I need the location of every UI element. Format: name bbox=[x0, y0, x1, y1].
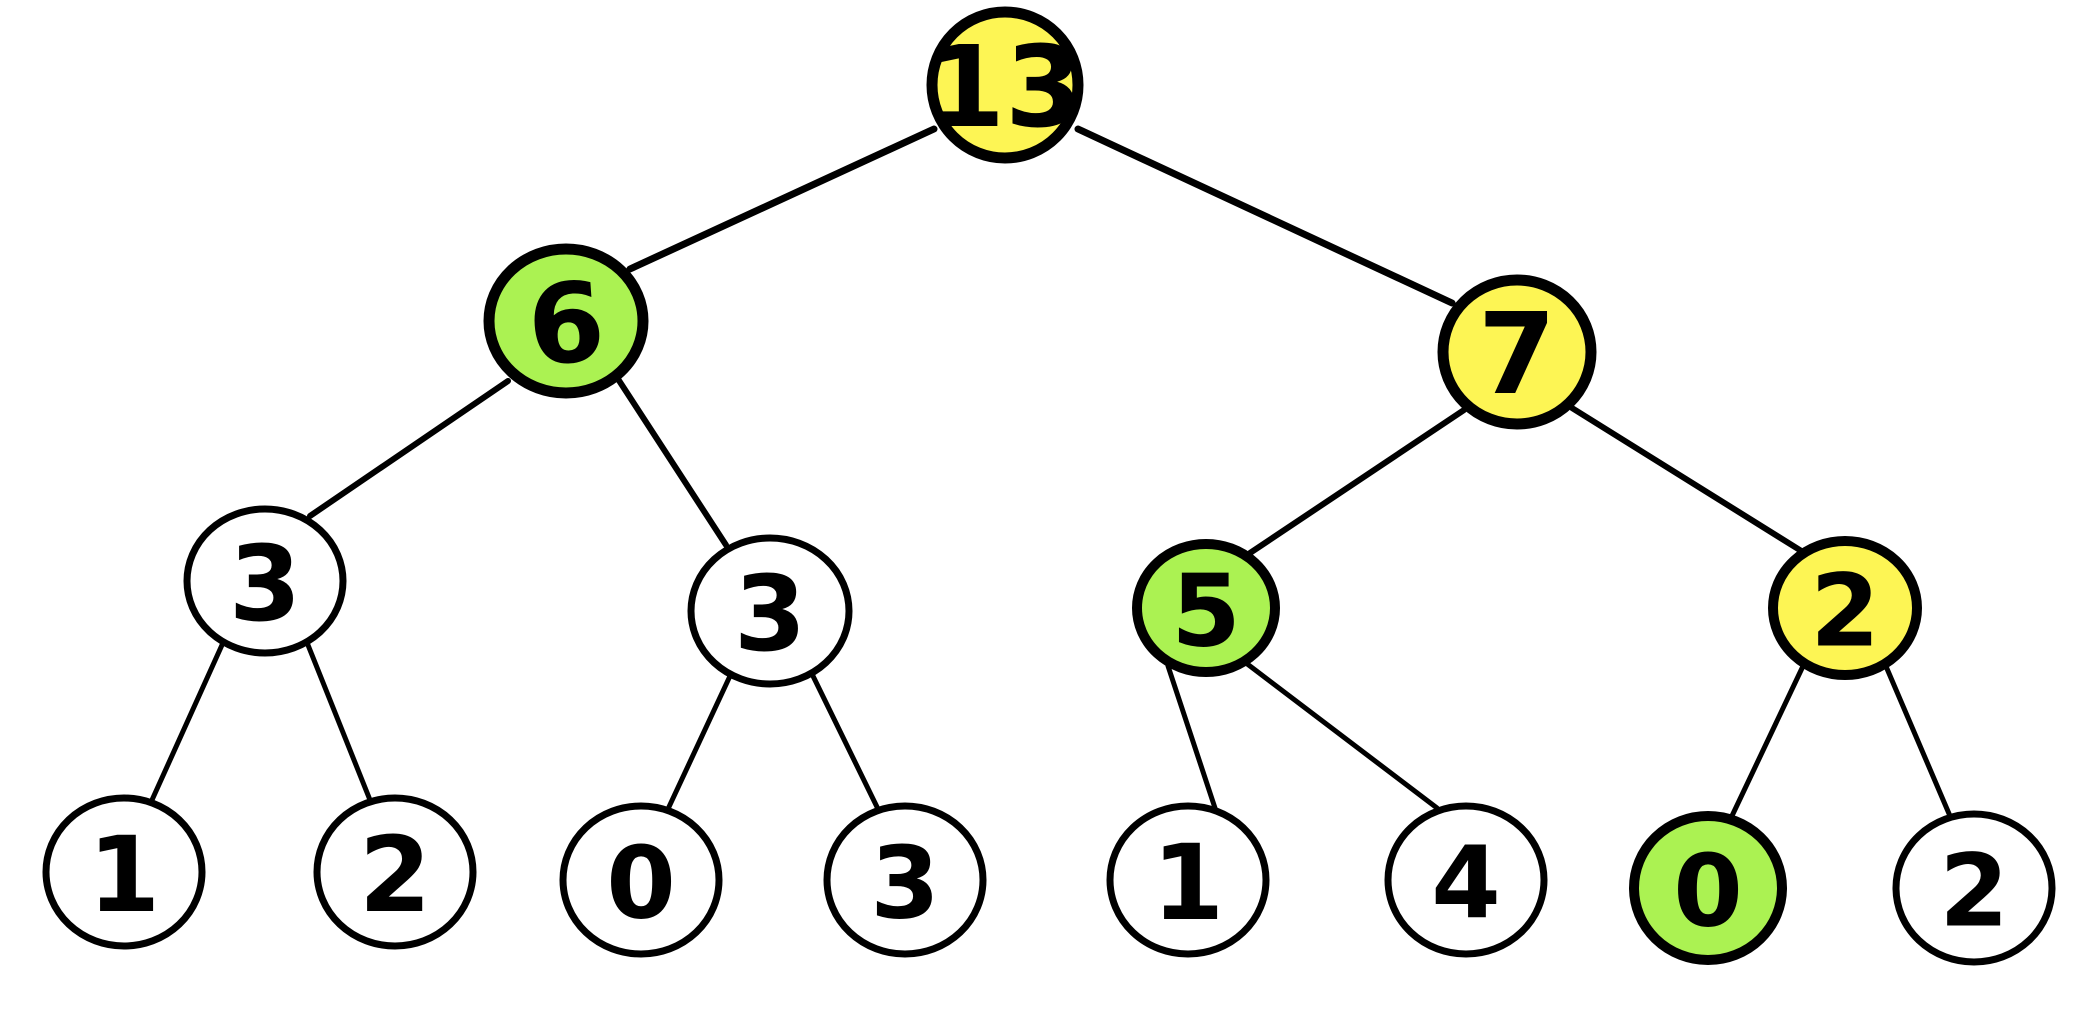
tree-edge-n3-n8 bbox=[305, 642, 373, 803]
node-label-n0: 13 bbox=[927, 23, 1083, 153]
tree-node-4-n12[interactable]: 4 bbox=[1384, 802, 1548, 958]
node-label-n6: 2 bbox=[1810, 553, 1880, 670]
tree-node-2-n14[interactable]: 2 bbox=[1892, 810, 2056, 966]
node-circle-n4 bbox=[687, 534, 853, 688]
tree-node-3-n3[interactable]: 3 bbox=[183, 505, 347, 657]
tree-edge-n6-n13 bbox=[1728, 661, 1807, 821]
tree-edge-n2-n6 bbox=[1569, 405, 1806, 555]
node-circle-n9 bbox=[559, 802, 723, 958]
node-circle-n5 bbox=[1132, 539, 1280, 677]
tree-node-6-n1[interactable]: 6 bbox=[483, 243, 649, 399]
edges-layer bbox=[149, 125, 1953, 821]
node-circle-n7 bbox=[42, 794, 206, 950]
node-label-n7: 1 bbox=[88, 814, 160, 936]
node-label-n11: 1 bbox=[1152, 822, 1224, 944]
node-label-n3: 3 bbox=[229, 523, 301, 645]
tree-node-0-n9[interactable]: 0 bbox=[559, 802, 723, 958]
node-circle-n11 bbox=[1106, 802, 1270, 958]
tree-node-5-n5[interactable]: 5 bbox=[1132, 539, 1280, 677]
tree-node-1-n7[interactable]: 1 bbox=[42, 794, 206, 950]
tree-edge-n5-n11 bbox=[1165, 663, 1218, 811]
node-circle-n12 bbox=[1384, 802, 1548, 958]
tree-edge-n2-n5 bbox=[1247, 407, 1467, 556]
tree-edge-n0-n2 bbox=[1074, 125, 1456, 307]
tree-edge-n1-n3 bbox=[307, 378, 511, 519]
tree-node-3-n10[interactable]: 3 bbox=[823, 802, 987, 958]
tree-node-7-n2[interactable]: 7 bbox=[1437, 274, 1597, 430]
node-label-n4: 3 bbox=[734, 553, 806, 675]
tree-edge-n4-n9 bbox=[665, 673, 733, 812]
tree-edge-n5-n12 bbox=[1243, 660, 1440, 811]
node-circle-n0 bbox=[926, 6, 1084, 164]
tree-edge-n0-n1 bbox=[626, 125, 938, 273]
node-label-n12: 4 bbox=[1431, 825, 1501, 942]
node-label-n2: 7 bbox=[1478, 290, 1556, 420]
tree-edge-n1-n4 bbox=[615, 376, 729, 548]
node-label-n14: 2 bbox=[1939, 833, 2009, 950]
tree-node-3-n4[interactable]: 3 bbox=[687, 534, 853, 688]
tree-edge-n3-n7 bbox=[149, 642, 225, 803]
node-label-n13: 0 bbox=[1673, 833, 1743, 950]
tree-edge-n4-n10 bbox=[810, 673, 881, 812]
node-circle-n3 bbox=[183, 505, 347, 657]
tree-node-0-n13[interactable]: 0 bbox=[1629, 811, 1787, 965]
node-circle-n1 bbox=[483, 243, 649, 399]
tree-node-2-n6[interactable]: 2 bbox=[1768, 536, 1922, 680]
node-circle-n13 bbox=[1629, 811, 1787, 965]
tree-node-1-n11[interactable]: 1 bbox=[1106, 802, 1270, 958]
node-label-n5: 5 bbox=[1171, 553, 1241, 670]
node-label-n8: 2 bbox=[359, 814, 431, 936]
node-label-n1: 6 bbox=[524, 257, 609, 390]
tree-edge-n6-n14 bbox=[1882, 661, 1953, 819]
nodes-layer: 13 6 7 3 3 5 2 1 2 0 3 1 4 0 2 bbox=[42, 6, 2056, 966]
node-circle-n2 bbox=[1437, 274, 1597, 430]
node-label-n9: 0 bbox=[606, 825, 676, 942]
tree-node-13-n0[interactable]: 13 bbox=[926, 6, 1084, 164]
node-circle-n6 bbox=[1768, 536, 1922, 680]
tree-node-2-n8[interactable]: 2 bbox=[313, 794, 477, 950]
node-label-n10: 3 bbox=[870, 825, 940, 942]
node-circle-n10 bbox=[823, 802, 987, 958]
node-circle-n14 bbox=[1892, 810, 2056, 966]
node-circle-n8 bbox=[313, 794, 477, 950]
